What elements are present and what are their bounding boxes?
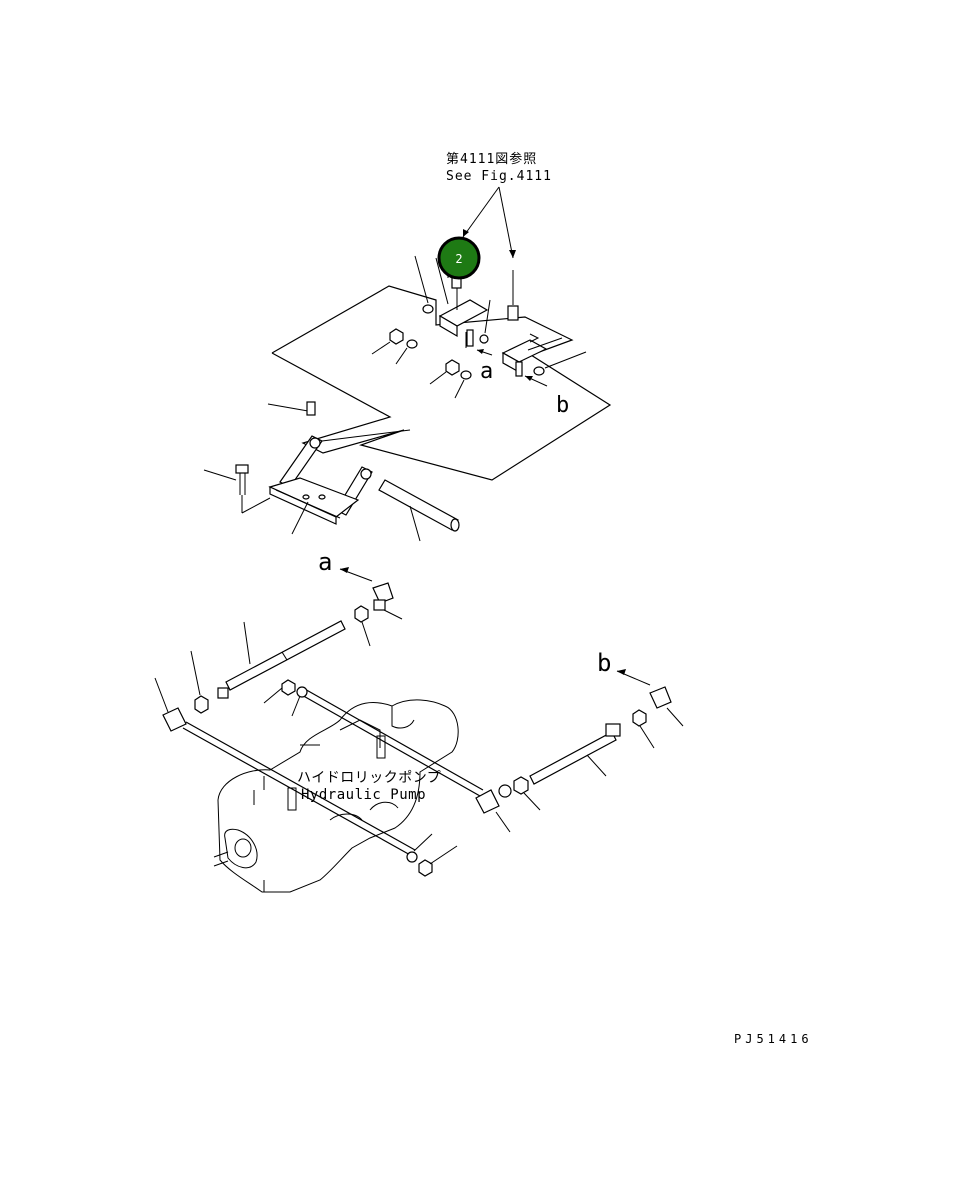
- marker-a-mid: a: [318, 548, 332, 576]
- lever-bracket-assembly: [203, 401, 460, 542]
- marker-b-mid: b: [597, 649, 611, 677]
- reference-jp: 第4111図参照: [446, 151, 537, 167]
- left-rod-assembly: [154, 582, 403, 732]
- marker-b-top: b: [556, 393, 569, 418]
- reference-arrows: [462, 186, 516, 259]
- marker-a-top: a: [480, 359, 493, 384]
- connecting-rods: [182, 679, 484, 877]
- callout-number: 2: [455, 252, 462, 266]
- right-rod-assembly: [475, 686, 684, 833]
- drawing-id: PJ51416: [734, 1032, 813, 1046]
- reference-en: See Fig.4111: [446, 169, 552, 184]
- callout-2-button[interactable]: 2: [437, 236, 481, 280]
- pump-label-en: Hydraulic Pump: [301, 787, 426, 803]
- hydraulic-pump: [213, 699, 459, 893]
- pump-label-jp: ハイドロリックポンプ: [297, 770, 441, 786]
